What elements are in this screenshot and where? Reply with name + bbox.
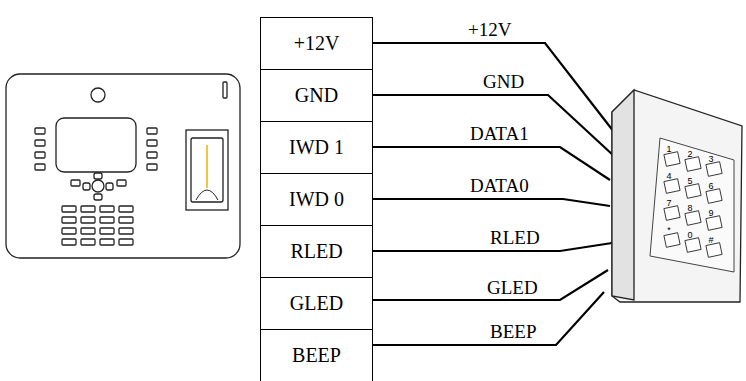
keypad-key: [664, 179, 680, 194]
keypad-key: [685, 157, 701, 172]
keypad-key: [706, 162, 722, 177]
terminal-box: RLED: [260, 225, 373, 278]
key-digit: 0: [687, 231, 692, 240]
signal-name: +12V: [468, 20, 511, 39]
key-digit: 8: [687, 204, 692, 213]
keypad-key: [706, 189, 722, 204]
key-digit: 6: [708, 182, 713, 191]
signal-name: GND: [483, 72, 524, 91]
keypad-key: [685, 238, 701, 253]
terminal-box: IWD 0: [260, 173, 373, 226]
keypad-key: [664, 152, 680, 167]
terminal-box: GND: [260, 69, 373, 122]
terminal-box: GLED: [260, 277, 373, 330]
key-digit: 5: [687, 177, 692, 186]
signal-name: GLED: [487, 278, 538, 297]
keypad-key: [664, 206, 680, 221]
keypad-key: [685, 184, 701, 199]
key-digit: *: [667, 226, 671, 235]
key-digit: 2: [687, 150, 692, 159]
keypad-key: [685, 211, 701, 226]
terminal-box: +12V: [260, 17, 373, 70]
terminal-device: [6, 74, 240, 258]
terminal-label: GLED: [290, 292, 343, 315]
keypad-reader: [612, 90, 742, 302]
signal-name: BEEP: [490, 322, 536, 341]
key-digit: 1: [666, 145, 671, 154]
terminal-box: IWD 1: [260, 121, 373, 174]
fingerprint-sensor: [196, 190, 218, 200]
keypad-key: [706, 216, 722, 231]
terminal-label: BEEP: [292, 344, 341, 367]
terminal-label: IWD 1: [289, 136, 344, 159]
signal-name: DATA1: [470, 124, 529, 143]
terminal-box: BEEP: [260, 329, 373, 381]
keypad-key: [706, 243, 722, 258]
signal-name: RLED: [490, 228, 540, 247]
terminal-label: GND: [295, 84, 338, 107]
keypad-key: [664, 233, 680, 248]
key-digit: 7: [666, 199, 671, 208]
wires: [372, 43, 614, 345]
key-digit: #: [708, 236, 713, 245]
key-digit: 3: [708, 155, 713, 164]
key-digit: 4: [666, 172, 671, 181]
terminal-label: +12V: [294, 32, 340, 55]
terminal-label: IWD 0: [289, 188, 344, 211]
signal-name: DATA0: [470, 176, 529, 195]
terminal-label: RLED: [290, 240, 342, 263]
key-digit: 9: [708, 209, 713, 218]
fingerprint-sensor-line: [206, 145, 208, 188]
